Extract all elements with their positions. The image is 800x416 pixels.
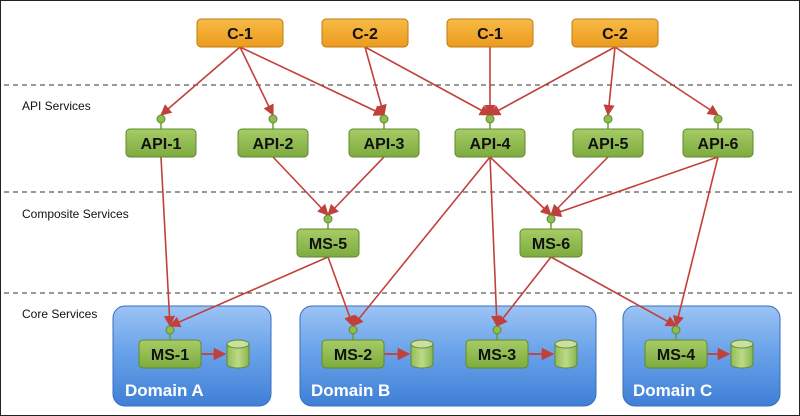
arrow-client-1-to-api-3 bbox=[239, 46, 386, 116]
connector-api-2 bbox=[268, 114, 278, 129]
database-icon bbox=[410, 339, 434, 369]
arrow-api-3-to-composite-1 bbox=[327, 156, 385, 216]
layer-label-api: API Services bbox=[22, 99, 91, 113]
dependency-arrows bbox=[160, 46, 719, 328]
arrow-api-6-to-composite-2 bbox=[549, 156, 719, 217]
composite-label: MS-5 bbox=[309, 236, 347, 253]
core-node-1: MS-1 bbox=[138, 339, 202, 369]
layer-label-core: Core Services bbox=[22, 307, 97, 321]
connector-api-4 bbox=[485, 114, 495, 129]
arrow-composite-1-to-core-2 bbox=[327, 256, 355, 328]
connector-api-1 bbox=[156, 114, 166, 129]
arrow-client-4-to-api-4 bbox=[489, 46, 616, 116]
connector-composite-2 bbox=[546, 214, 556, 229]
connector-api-5 bbox=[603, 114, 613, 129]
arrow-api-4-to-composite-2 bbox=[489, 156, 552, 216]
core-node-3: MS-3 bbox=[465, 339, 529, 369]
arrow-api-4-to-core-2 bbox=[352, 156, 491, 327]
api-node-2: API-2 bbox=[237, 128, 309, 158]
api-label: API-5 bbox=[588, 136, 629, 153]
client-label: C-1 bbox=[227, 26, 253, 43]
api-label: API-6 bbox=[698, 136, 739, 153]
core-label: MS-3 bbox=[478, 347, 516, 364]
client-node-3: C-1 bbox=[446, 18, 534, 48]
domain-b: Domain B bbox=[299, 305, 597, 407]
domain-label: Domain A bbox=[125, 381, 204, 400]
client-node-1: C-1 bbox=[196, 18, 284, 48]
arrow-client-1-to-api-2 bbox=[239, 46, 274, 117]
connector-composite-1 bbox=[323, 214, 333, 229]
api-label: API-1 bbox=[141, 136, 182, 153]
composite-label: MS-6 bbox=[532, 236, 570, 253]
arrow-composite-2-to-core-4 bbox=[550, 256, 677, 327]
database-icon bbox=[226, 339, 250, 369]
arrow-api-6-to-core-4 bbox=[672, 156, 719, 328]
layer-label-composite: Composite Services bbox=[22, 207, 129, 221]
connector-core-2 bbox=[348, 325, 358, 340]
domain-label: Domain C bbox=[633, 381, 712, 400]
connector-api-6 bbox=[713, 114, 723, 129]
arrow-client-4-to-api-5 bbox=[603, 46, 616, 117]
layer-separators bbox=[4, 84, 796, 294]
api-node-5: API-5 bbox=[572, 128, 644, 158]
api-label: API-2 bbox=[253, 136, 294, 153]
client-node-2: C-2 bbox=[321, 18, 409, 48]
client-label: C-2 bbox=[352, 26, 378, 43]
arrow-api-4-to-core-3 bbox=[489, 156, 503, 328]
connector-api-3 bbox=[379, 114, 389, 129]
core-label: MS-1 bbox=[151, 347, 189, 364]
arrow-composite-1-to-core-1 bbox=[168, 256, 329, 328]
domain-label: Domain B bbox=[311, 381, 390, 400]
core-label: MS-2 bbox=[334, 347, 372, 364]
client-label: C-2 bbox=[602, 26, 628, 43]
arrow-client-2-to-api-4 bbox=[364, 46, 491, 116]
client-node-4: C-2 bbox=[571, 18, 659, 48]
arrow-client-4-to-api-6 bbox=[614, 46, 719, 116]
client-label: C-1 bbox=[477, 26, 503, 43]
api-node-3: API-3 bbox=[348, 128, 420, 158]
core-label: MS-4 bbox=[657, 347, 695, 364]
api-label: API-3 bbox=[364, 136, 405, 153]
api-node-1: API-1 bbox=[125, 128, 197, 158]
composite-node-1: MS-5 bbox=[296, 228, 360, 258]
core-node-4: MS-4 bbox=[644, 339, 708, 369]
api-node-4: API-4 bbox=[454, 128, 526, 158]
api-label: API-4 bbox=[470, 136, 511, 153]
arrow-client-2-to-api-3 bbox=[364, 46, 387, 117]
arrow-composite-2-to-core-3 bbox=[496, 256, 552, 327]
connector-core-4 bbox=[671, 325, 681, 340]
arrow-api-2-to-composite-1 bbox=[272, 156, 329, 216]
database-icon bbox=[730, 339, 754, 369]
connector-core-1 bbox=[165, 325, 175, 340]
arrow-api-5-to-composite-2 bbox=[550, 156, 609, 216]
connector-core-3 bbox=[492, 325, 502, 340]
composite-node-2: MS-6 bbox=[519, 228, 583, 258]
api-node-6: API-6 bbox=[682, 128, 754, 158]
core-node-2: MS-2 bbox=[321, 339, 385, 369]
arrow-api-1-to-core-1 bbox=[160, 156, 176, 328]
arrow-client-1-to-api-1 bbox=[160, 46, 241, 116]
database-icon bbox=[554, 339, 578, 369]
